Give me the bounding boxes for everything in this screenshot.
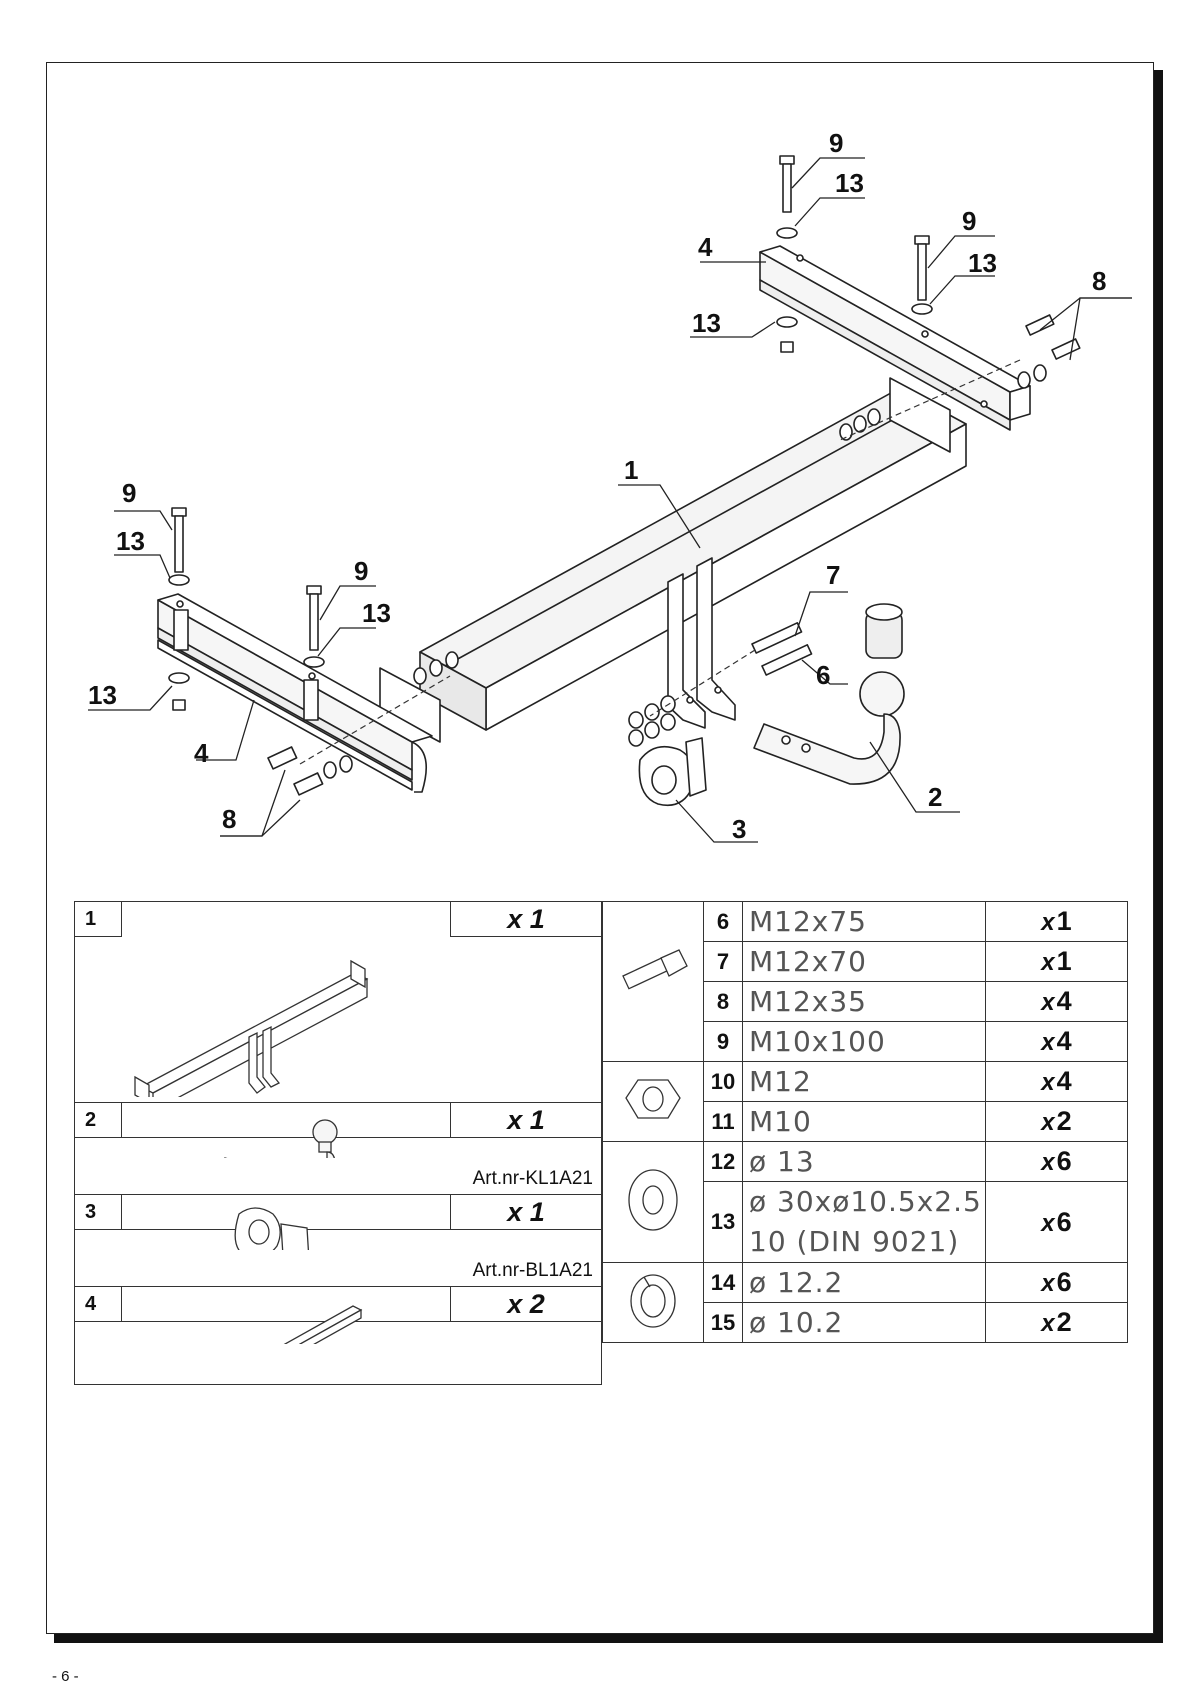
frame-shadow-right (1154, 70, 1163, 1640)
fastener-quantity: x4 (985, 981, 1128, 1022)
callout-6: 6 (816, 660, 830, 690)
parts-table-main: 1 x 1 2 x 1 (74, 901, 602, 1385)
bolts-8-left (267, 651, 459, 796)
part-3-image-cell: Art.nr-BL1A21 (74, 1207, 602, 1287)
fastener-size: M10x100 (742, 1021, 986, 1062)
fastener-size: M12x70 (742, 941, 986, 982)
callout-3: 3 (732, 814, 746, 844)
fastener-quantity: x6 (985, 1141, 1128, 1182)
fastener-number: 14 (703, 1262, 743, 1303)
part-quantity: x 1 (450, 901, 602, 937)
fastener-quantity: x1 (985, 901, 1128, 942)
spring-washer-icon-cell (602, 1262, 704, 1343)
fastener-number: 6 (703, 901, 743, 942)
frame-shadow-bottom (54, 1634, 1163, 1643)
fastener-quantity: x6 (985, 1181, 1128, 1263)
assembly-lines (299, 359, 1021, 765)
parts-table-fasteners: 6 M12x75 x1 7 M12x70 x1 8 M12x35 x4 9 M1… (602, 901, 1128, 1343)
towball (753, 603, 905, 785)
side-bracket-thumbnail (283, 1305, 363, 1344)
bolts-6-7 (628, 622, 813, 747)
part-2-image-cell: Art.nr-KL1A21 (74, 1119, 602, 1195)
bolt-9-left-b (303, 585, 325, 668)
callout-13: 13 (88, 680, 117, 710)
callout-9: 9 (122, 478, 136, 508)
bolt-icon-cell (602, 901, 704, 1062)
nut-icon-cell (602, 1061, 704, 1142)
crossbeam-thumbnail (134, 959, 369, 1113)
fastener-size: M12x75 (742, 901, 986, 942)
fastener-quantity: x4 (985, 1021, 1128, 1062)
fastener-quantity: x4 (985, 1061, 1128, 1102)
part-number: 4 (74, 1286, 122, 1322)
part-quantity: x 1 (450, 1194, 602, 1230)
callout-9: 9 (354, 556, 368, 586)
fastener-number: 10 (703, 1061, 743, 1102)
callout-9: 9 (829, 128, 843, 158)
fastener-size: M12 (742, 1061, 986, 1102)
fastener-size: ø 10.2 (742, 1302, 986, 1343)
part-number: 1 (74, 901, 122, 937)
nut-icon (625, 1079, 681, 1119)
socket-plate-thumbnail (234, 1207, 310, 1250)
callout-8: 8 (222, 804, 236, 834)
assembly-diagram: 9 13 9 13 4 8 13 1 9 13 9 13 13 4 8 7 6 … (88, 128, 1132, 844)
article-number: Art.nr-KL1A21 (472, 1168, 593, 1189)
washer-nut-left (168, 672, 190, 711)
page-number: - 6 - (52, 1668, 79, 1685)
fastener-number: 8 (703, 981, 743, 1022)
fastener-size: M10 (742, 1101, 986, 1142)
callout-2: 2 (928, 782, 942, 812)
callout-13: 13 (362, 598, 391, 628)
bolt-icon (622, 949, 688, 990)
towball-thumbnail (224, 1119, 338, 1158)
bolts-8-right (839, 314, 1081, 441)
fastener-quantity: x6 (985, 1262, 1128, 1303)
washer-nut-top (776, 316, 798, 353)
fastener-size: ø 30xø10.5x2.5 10 (DIN 9021) (742, 1181, 986, 1263)
fastener-quantity: x2 (985, 1302, 1128, 1343)
leader-lines (88, 157, 1132, 843)
article-number: Art.nr-BL1A21 (472, 1260, 593, 1281)
callout-4: 4 (194, 738, 209, 768)
fastener-number: 13 (703, 1181, 743, 1263)
fastener-quantity: x1 (985, 941, 1128, 982)
right-side-bracket (759, 245, 1031, 431)
washer-icon (628, 1168, 678, 1231)
socket-plate (638, 737, 707, 807)
part-quantity: x 2 (450, 1286, 602, 1322)
part-number: 2 (74, 1102, 122, 1138)
callout-4: 4 (698, 232, 713, 262)
bolt-9-left-a (168, 507, 190, 586)
part-4-image-cell (74, 1305, 602, 1385)
callout-13: 13 (968, 248, 997, 278)
fastener-number: 15 (703, 1302, 743, 1343)
fastener-number: 11 (703, 1101, 743, 1142)
part-quantity: x 1 (450, 1102, 602, 1138)
callout-1: 1 (624, 455, 638, 485)
washer-icon-cell (602, 1141, 704, 1263)
callout-9: 9 (962, 206, 976, 236)
fastener-size: ø 12.2 (742, 1262, 986, 1303)
fastener-size-line-2: 10 (DIN 9021) (749, 1225, 960, 1258)
fastener-quantity: x2 (985, 1101, 1128, 1142)
part-number: 3 (74, 1194, 122, 1230)
bolt-9-top-b (911, 235, 933, 315)
fastener-size: ø 13 (742, 1141, 986, 1182)
callout-13: 13 (692, 308, 721, 338)
fastener-number: 12 (703, 1141, 743, 1182)
fastener-size: M12x35 (742, 981, 986, 1022)
bolt-9-top-a (776, 155, 798, 239)
fastener-number: 9 (703, 1021, 743, 1062)
callout-8: 8 (1092, 266, 1106, 296)
part-1-image-cell (74, 936, 602, 1113)
left-side-bracket (157, 593, 433, 793)
callout-13: 13 (116, 526, 145, 556)
callout-7: 7 (826, 560, 840, 590)
callout-13: 13 (835, 168, 864, 198)
fastener-size-line-1: ø 30xø10.5x2.5 (749, 1185, 982, 1218)
fastener-number: 7 (703, 941, 743, 982)
spring-washer-icon (630, 1274, 676, 1328)
